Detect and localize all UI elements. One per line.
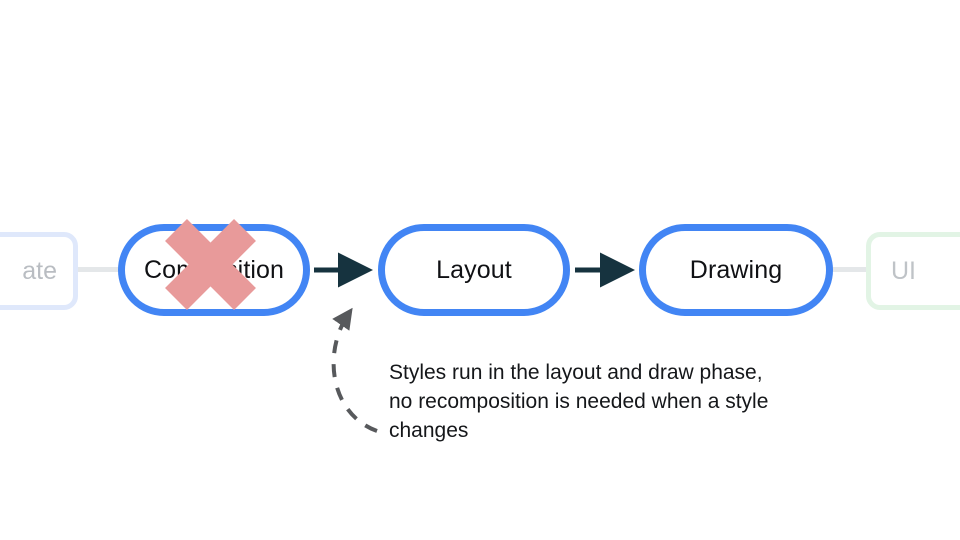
node-composition-label: Composition [143, 255, 285, 284]
node-state-label: ate [22, 256, 57, 285]
callout-annotation-text: Styles run in the layout and draw phase,… [389, 361, 769, 442]
node-ui-label: UI [891, 256, 916, 285]
node-layout[interactable]: Layout [378, 224, 570, 316]
node-drawing[interactable]: Drawing [639, 224, 833, 316]
node-state[interactable]: ate [0, 232, 78, 310]
connector-state-to-composition [78, 267, 121, 272]
connector-drawing-to-ui [832, 267, 870, 272]
node-ui[interactable]: UI [866, 232, 960, 310]
node-drawing-label: Drawing [689, 255, 783, 284]
node-composition[interactable]: Composition [118, 224, 310, 316]
node-layout-label: Layout [436, 255, 512, 284]
dashed-callout-arrow [331, 307, 378, 433]
